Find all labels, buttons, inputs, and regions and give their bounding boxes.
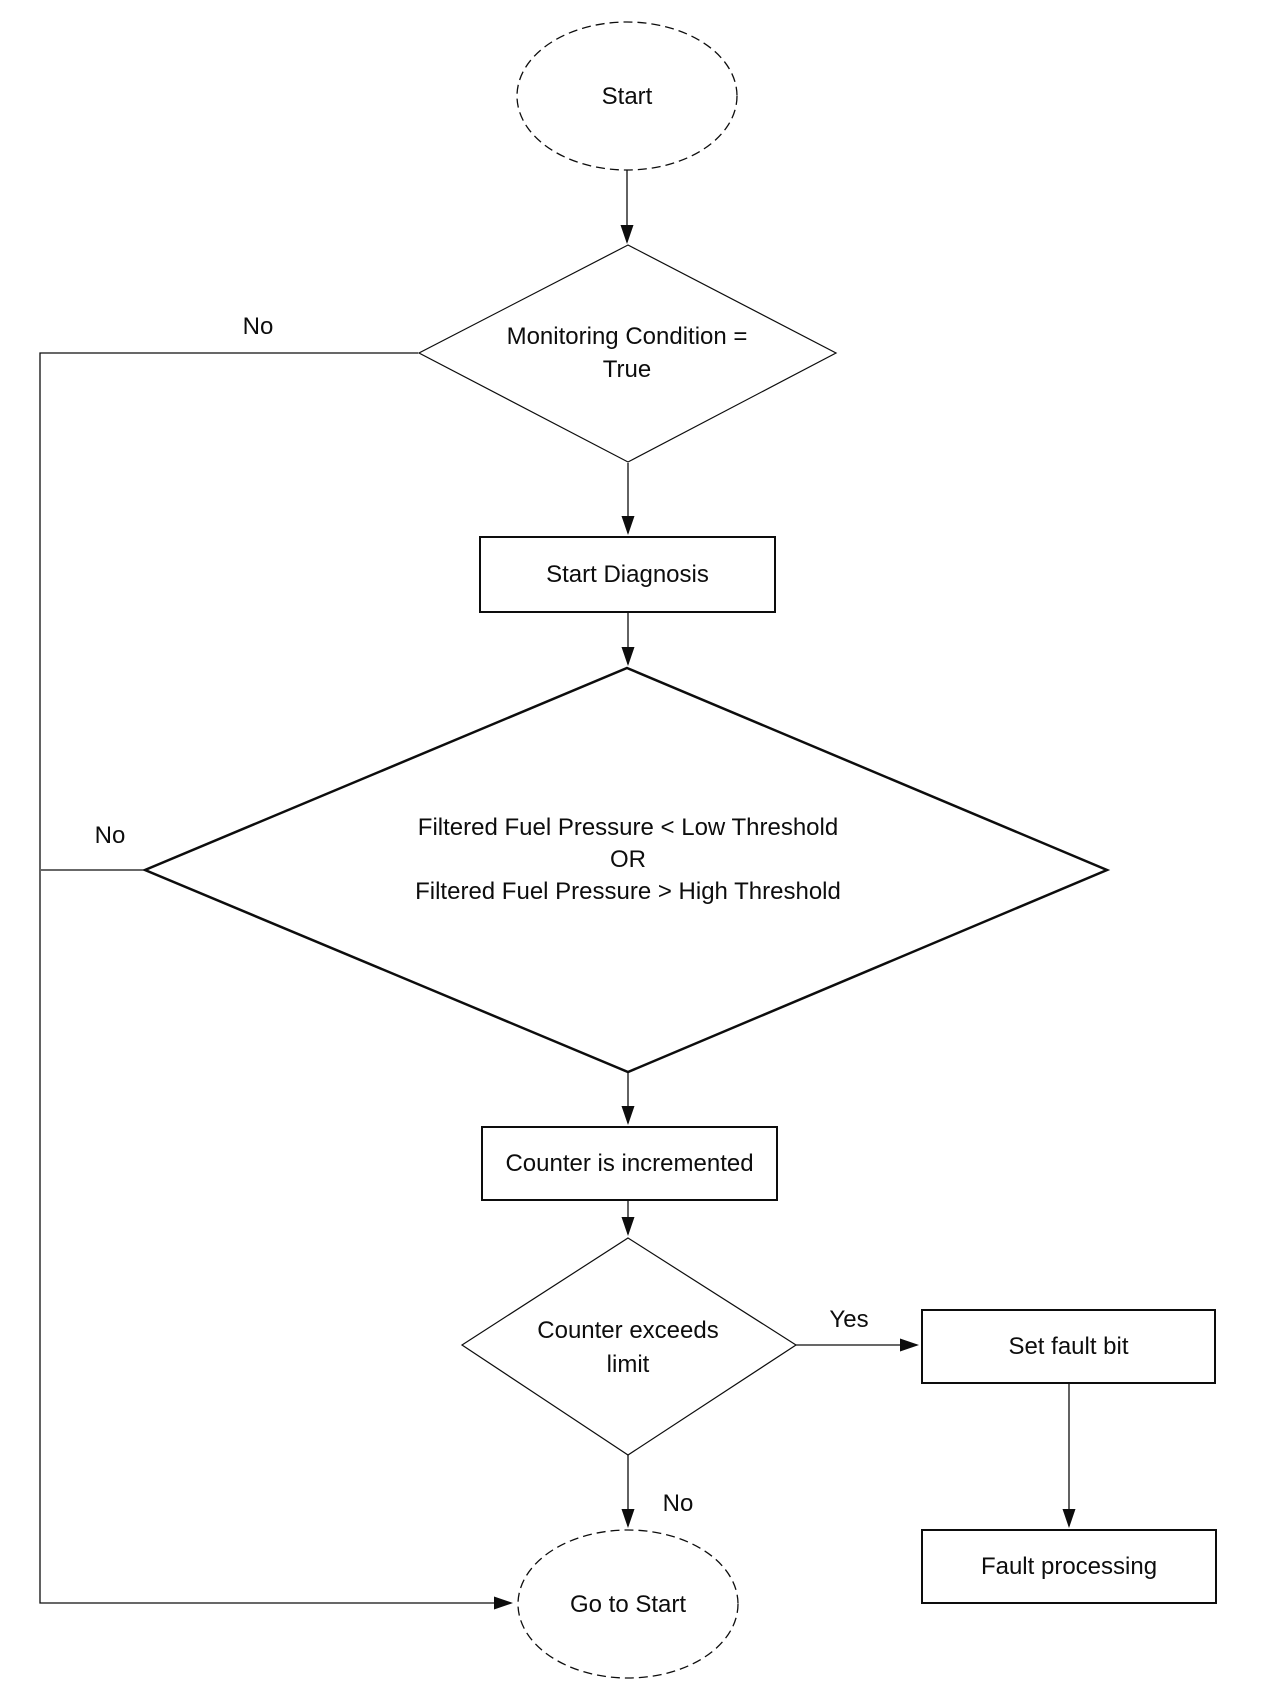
counter-decision-line1: Counter exceeds [537, 1317, 719, 1344]
counter-decision-shape [460, 1237, 798, 1456]
monitoring-decision-shape [417, 244, 838, 463]
counter-increment-shape [481, 1126, 778, 1201]
counter-increment-text: Counter is incremented [505, 1150, 754, 1177]
counter-decision-line2: limit [606, 1351, 650, 1378]
pressure-decision-shape [141, 666, 1111, 1074]
start-node-text: Start [601, 82, 653, 110]
start-diagnosis-shape [479, 536, 776, 613]
go-to-start-terminator-shape [517, 1529, 739, 1679]
counter-yes-label: Yes [829, 1306, 869, 1333]
counter-increment-label: Counter is incremented [482, 1127, 777, 1200]
monitoring-no-label: No [242, 313, 274, 340]
pressure-decision-label: Filtered Fuel Pressure < Low Threshold O… [278, 812, 978, 908]
start-diagnosis-text: Start Diagnosis [546, 561, 709, 588]
fault-processing-label: Fault processing [922, 1530, 1216, 1603]
fault-processing-text: Fault processing [980, 1553, 1158, 1580]
monitoring-decision-line1: Monitoring Condition = [506, 323, 748, 350]
pressure-decision-line1: Filtered Fuel Pressure < Low Threshold [417, 814, 839, 841]
set-fault-bit-shape [921, 1309, 1216, 1384]
counter-no-label: No [662, 1490, 694, 1517]
go-to-start-text: Go to Start [569, 1590, 687, 1618]
fault-processing-shape [921, 1529, 1217, 1604]
monitoring-decision-label: Monitoring Condition = True [427, 285, 827, 421]
pressure-decision-line3: Filtered Fuel Pressure > High Threshold [415, 878, 841, 905]
edge-monitoring-no-loop [39, 352, 513, 1610]
monitoring-decision-line2: True [602, 356, 652, 383]
start-diagnosis-label: Start Diagnosis [480, 537, 775, 612]
counter-decision-label: Counter exceeds limit [478, 1314, 778, 1382]
start-terminator-shape [516, 21, 738, 171]
start-node-label: Start [517, 22, 737, 170]
go-to-start-label: Go to Start [518, 1530, 738, 1678]
set-fault-bit-text: Set fault bit [1008, 1333, 1129, 1360]
pressure-decision-line2: OR [610, 846, 646, 873]
set-fault-bit-label: Set fault bit [922, 1310, 1215, 1383]
pressure-no-label: No [94, 822, 126, 849]
